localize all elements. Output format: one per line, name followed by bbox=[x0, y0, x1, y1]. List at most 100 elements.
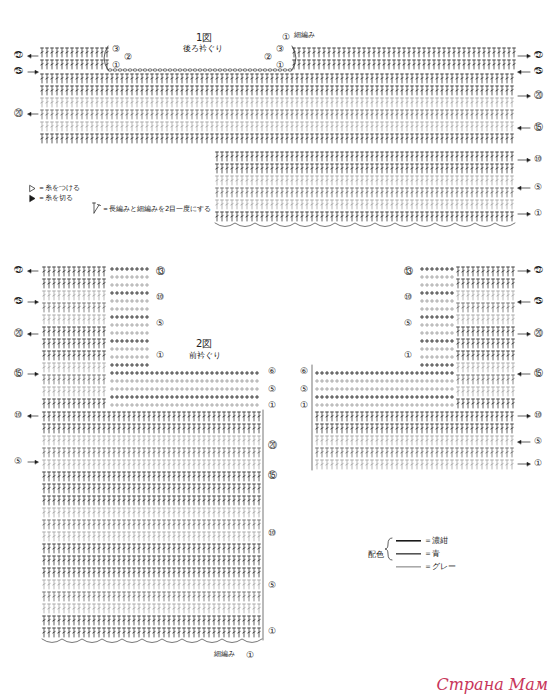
callout-number: ⑮ bbox=[268, 470, 277, 480]
double-crochet-stitches bbox=[43, 303, 106, 384]
double-crochet-stitches bbox=[43, 267, 106, 408]
callout-number: ⑮ bbox=[14, 368, 23, 378]
callout-number: ㉕ bbox=[14, 296, 23, 306]
callout-number: ① bbox=[156, 350, 164, 360]
join-yarn-symbol bbox=[30, 186, 35, 192]
callout-number: ⑥ bbox=[268, 366, 276, 376]
callout-number: ① bbox=[282, 32, 290, 42]
row-arrowhead bbox=[527, 94, 530, 98]
callout-number: ㉗ bbox=[14, 50, 23, 60]
callout-number: ⑬ bbox=[156, 266, 165, 276]
callout-number: ㉗ bbox=[14, 265, 23, 275]
row-arrowhead bbox=[527, 462, 530, 466]
row-arrowhead bbox=[28, 332, 31, 336]
callout-number: ㉕ bbox=[534, 66, 543, 76]
legend-brace bbox=[385, 538, 392, 560]
callout-number: ⑳ bbox=[14, 108, 23, 118]
chart-caption: 細編み bbox=[214, 650, 235, 658]
double-crochet-stitches bbox=[457, 291, 515, 396]
callout-number: ⑤ bbox=[534, 182, 542, 192]
legend-text: ＝長編みと細編みを2目一度にする bbox=[102, 205, 211, 213]
chain-stitches bbox=[108, 69, 292, 71]
row-arrowhead bbox=[28, 112, 31, 116]
double-crochet-stitches bbox=[316, 412, 514, 433]
row-arrowhead bbox=[35, 70, 38, 74]
callout-number: ⑳ bbox=[14, 328, 23, 338]
callout-number: ㉕ bbox=[14, 66, 23, 76]
chart-caption: 配色 bbox=[368, 550, 384, 559]
chart-caption: 2図 bbox=[196, 338, 212, 350]
double-crochet-stitches bbox=[316, 436, 514, 469]
single-crochet-stitches bbox=[110, 275, 148, 358]
legend-text: ＝糸を切る bbox=[38, 194, 73, 202]
watermark: Страна Мам bbox=[436, 676, 548, 694]
legend-text: ＝グレー bbox=[424, 562, 456, 572]
callout-number: ① bbox=[276, 60, 284, 70]
single-crochet-stitches bbox=[420, 267, 453, 366]
single-crochet-stitches bbox=[110, 371, 258, 398]
callout-number: ㉗ bbox=[534, 50, 543, 60]
callout-number: ① bbox=[268, 400, 276, 410]
row-arrowhead bbox=[28, 269, 31, 273]
callout-number: ① bbox=[300, 400, 308, 410]
callout-number: ⑳ bbox=[268, 440, 277, 450]
double-crochet-stitches bbox=[216, 152, 514, 221]
scalloped-edge bbox=[215, 223, 515, 227]
double-crochet-stitches bbox=[41, 110, 514, 119]
callout-number: ⑤ bbox=[156, 318, 164, 328]
row-arrowhead bbox=[35, 372, 38, 376]
callout-number: ⑩ bbox=[534, 410, 542, 420]
callout-number: ② bbox=[124, 52, 132, 62]
double-crochet-stitches bbox=[43, 412, 261, 637]
row-arrowhead bbox=[28, 54, 31, 58]
row-arrowhead bbox=[518, 126, 521, 130]
chart-caption: 前衿ぐり bbox=[189, 351, 221, 360]
double-crochet-stitches bbox=[43, 448, 261, 601]
callout-number: ⑮ bbox=[534, 368, 543, 378]
row-arrowhead bbox=[28, 414, 31, 418]
double-crochet-stitches bbox=[41, 98, 514, 131]
color-swatch bbox=[396, 553, 421, 555]
double-crochet-stitches bbox=[216, 176, 514, 209]
callout-number: ① bbox=[534, 208, 542, 218]
color-swatch bbox=[396, 566, 421, 568]
callout-number: ① bbox=[404, 350, 412, 360]
edge-line bbox=[263, 410, 264, 640]
double-crochet-stitches bbox=[457, 267, 515, 408]
callout-number: ① bbox=[112, 60, 120, 70]
row-arrowhead bbox=[527, 269, 530, 273]
scalloped-edge bbox=[42, 639, 262, 643]
double-crochet-stitches bbox=[43, 436, 261, 613]
callout-number: ⑤ bbox=[300, 384, 308, 394]
chart-caption: 後ろ衿ぐり bbox=[183, 44, 223, 53]
callout-number: ⑩ bbox=[268, 528, 276, 538]
callout-number: ⑤ bbox=[268, 580, 276, 590]
legend-text: ＝濃紺 bbox=[424, 536, 448, 546]
row-arrowhead bbox=[35, 460, 38, 464]
single-crochet-stitches bbox=[110, 379, 258, 406]
callout-number: ⑩ bbox=[156, 292, 164, 302]
single-crochet-stitches bbox=[315, 379, 453, 406]
double-crochet-stitches bbox=[41, 74, 514, 143]
callout-number: ③ bbox=[276, 44, 284, 54]
row-arrowhead bbox=[518, 372, 521, 376]
callout-number: ⑩ bbox=[404, 292, 412, 302]
single-crochet-stitches bbox=[315, 371, 453, 398]
row-arrowhead bbox=[527, 212, 530, 216]
callout-number: ② bbox=[264, 52, 272, 62]
callout-number: ⑤ bbox=[14, 456, 22, 466]
double-crochet-stitches bbox=[457, 303, 515, 384]
callout-number: ① bbox=[246, 650, 254, 660]
legend-text: ＝青 bbox=[424, 549, 440, 559]
dc-sc-decrease-symbol bbox=[93, 203, 101, 213]
row-arrowhead bbox=[527, 54, 530, 58]
row-arrowhead bbox=[518, 70, 521, 74]
callout-number: ① bbox=[534, 458, 542, 468]
row-arrowhead bbox=[527, 158, 530, 162]
double-crochet-stitches bbox=[216, 188, 514, 197]
row-arrowhead bbox=[527, 414, 530, 418]
callout-number: ⑤ bbox=[534, 436, 542, 446]
row-arrowhead bbox=[527, 332, 530, 336]
